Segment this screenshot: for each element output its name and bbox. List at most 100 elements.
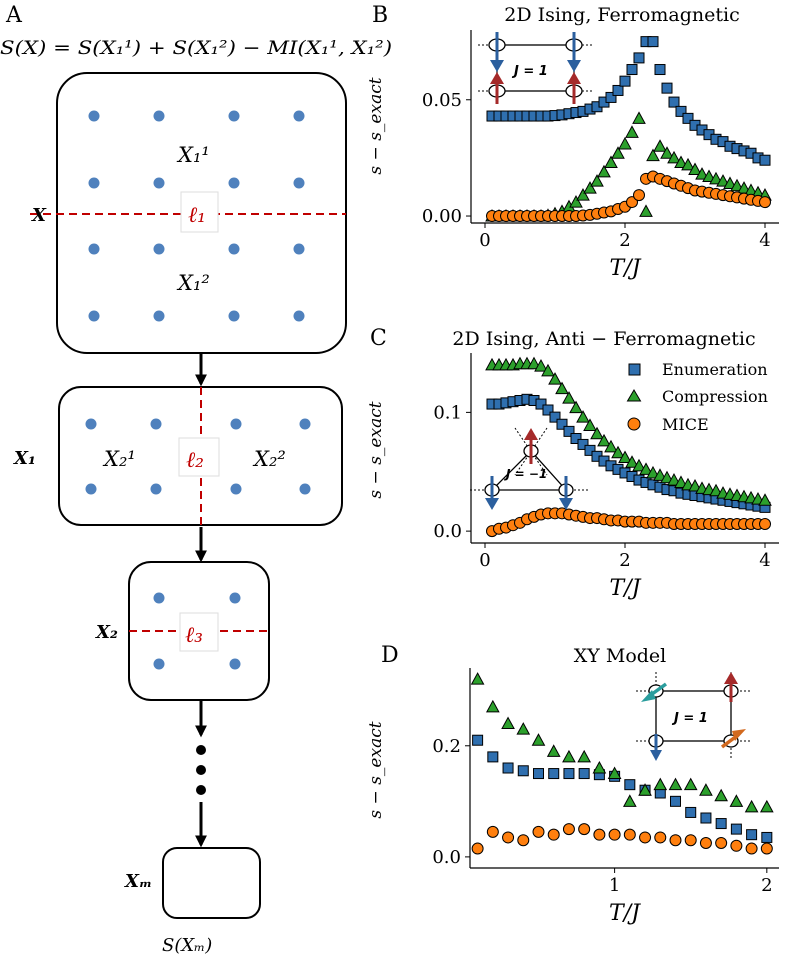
lattice-site <box>230 418 242 430</box>
enumeration-point <box>472 734 484 746</box>
mice-point <box>517 834 530 847</box>
compression-point <box>569 195 583 208</box>
panel-letter-b: B <box>372 3 388 28</box>
x-axis-label: T/J <box>609 901 641 926</box>
x-tick-label: 0 <box>479 230 490 251</box>
legend: Enumeration Compression MICE <box>626 360 768 434</box>
mice-point <box>654 831 667 844</box>
y-tick-label: 0.0 <box>433 521 462 542</box>
enumeration-point <box>669 795 681 807</box>
lattice-site <box>153 110 165 122</box>
compression-point <box>577 749 592 763</box>
y-axis-label: s − s_exact <box>366 401 386 498</box>
enumeration-point <box>563 768 575 780</box>
enumeration-point <box>661 82 673 94</box>
enumeration-point <box>647 36 659 48</box>
compression-point <box>485 699 500 713</box>
compression-point <box>562 749 576 763</box>
x-tick-label: 4 <box>759 550 770 571</box>
lattice-site <box>228 110 240 122</box>
cut-label-2: ℓ₂ <box>186 448 204 473</box>
compression-point <box>534 359 548 372</box>
enumeration-point <box>563 425 575 437</box>
compression-point <box>744 799 759 813</box>
compression-point <box>541 363 555 377</box>
compression-point <box>531 733 546 746</box>
enumeration-point <box>502 762 514 774</box>
mice-point <box>578 823 591 836</box>
compression-point <box>569 400 583 414</box>
mice-point <box>608 828 621 841</box>
compression-point <box>618 450 632 463</box>
spin-down-icon <box>559 476 573 510</box>
mice-point <box>759 518 771 530</box>
box-label-x: X <box>31 205 47 226</box>
legend-marker-enumeration <box>628 363 641 376</box>
compression-point <box>709 171 723 185</box>
enumeration-point <box>605 91 617 103</box>
compression-point <box>653 139 667 152</box>
legend-marker-compression <box>626 389 642 402</box>
compression-point <box>660 470 674 484</box>
compression-point <box>639 204 653 217</box>
compression-point <box>695 167 709 180</box>
inset-ferromagnetic: J = 1 <box>478 32 594 104</box>
cut-label-3: ℓ₃ <box>185 623 203 648</box>
box-label-x2: X₂ <box>95 622 118 643</box>
y-tick-label: 0.0 <box>432 847 461 868</box>
mice-point <box>547 828 560 841</box>
compression-point <box>646 148 660 162</box>
compression-point <box>653 777 668 791</box>
compression-point <box>618 136 632 150</box>
lattice-site <box>85 483 97 495</box>
panel-letter-c: C <box>370 326 387 351</box>
enumeration-point <box>612 84 624 96</box>
region-label-x21: X₂¹ <box>102 447 136 471</box>
ellipsis-dots <box>196 745 206 795</box>
spin-arrow-icon <box>641 682 668 702</box>
final-entropy-label: S(Xₘ) <box>162 935 212 956</box>
lattice-site <box>230 483 242 495</box>
compression-point <box>583 181 597 194</box>
cut-label-1: ℓ₁ <box>188 203 206 228</box>
compression-point <box>758 493 772 506</box>
mice-point <box>684 834 697 847</box>
enumeration-point <box>549 411 561 423</box>
spin-down-icon <box>490 32 504 72</box>
lattice-site <box>229 658 241 670</box>
inset-xy-model: J = 1 <box>636 672 752 761</box>
mice-point <box>502 831 515 844</box>
lattice-site <box>150 483 162 495</box>
compression-point <box>583 418 597 431</box>
compression-point <box>709 483 723 497</box>
lattice-site <box>153 310 165 322</box>
inset-coupling-label: J = −1 <box>504 467 547 481</box>
compression-point <box>668 777 683 791</box>
compression-point <box>714 788 729 802</box>
lattice-site <box>85 418 97 430</box>
mice-point <box>639 831 652 844</box>
enumeration-point <box>535 398 547 410</box>
compression-point <box>674 155 688 169</box>
mice-point <box>760 842 773 855</box>
dot-grid-x1 <box>85 418 311 495</box>
spin-up-icon <box>567 72 581 104</box>
compression-point <box>546 744 561 757</box>
region-label-x12: X₁² <box>176 271 210 295</box>
compression-point <box>729 794 744 807</box>
lattice-site <box>88 110 100 122</box>
lattice-site <box>228 243 240 255</box>
mice-point <box>699 837 712 849</box>
compression-point <box>653 468 667 481</box>
region-label-x22: X₂² <box>252 447 286 471</box>
lattice-site <box>229 592 241 604</box>
enumeration-point <box>542 404 554 416</box>
compression-point <box>625 125 639 138</box>
cut-label-bg <box>180 191 219 233</box>
compression-point <box>759 799 774 813</box>
lattice-site <box>153 177 165 189</box>
chart-title: 2D Ising, Ferromagnetic <box>504 4 740 26</box>
compression-point <box>638 783 652 796</box>
